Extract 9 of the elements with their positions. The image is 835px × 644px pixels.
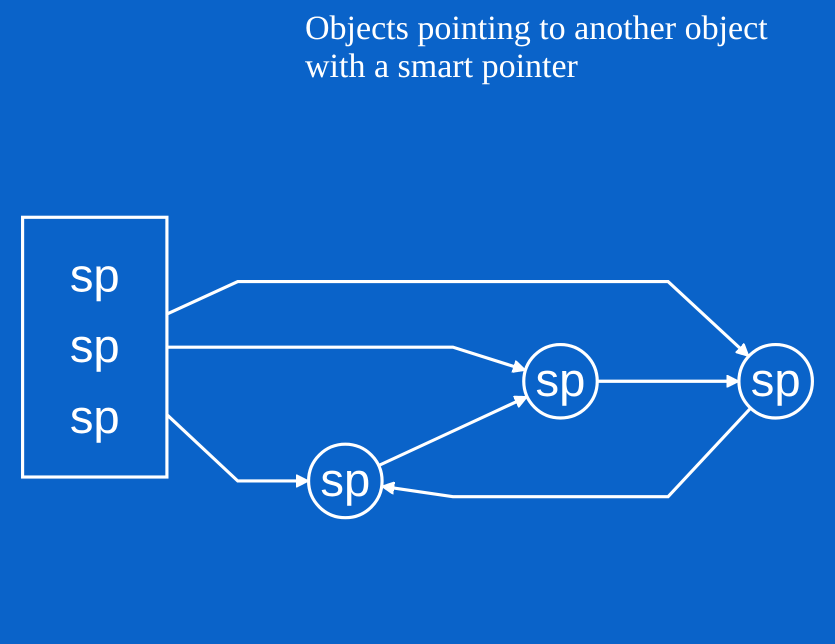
node-circle: sp bbox=[307, 442, 384, 520]
arrow bbox=[381, 407, 752, 498]
node-circle: sp bbox=[522, 342, 599, 420]
arrow bbox=[378, 396, 528, 467]
arrow bbox=[166, 280, 750, 357]
arrow bbox=[166, 346, 526, 373]
note-text: Objects pointing to another object with a smart pointer bbox=[305, 10, 769, 86]
node-circle: sp bbox=[737, 342, 814, 420]
node-box: sp sp sp bbox=[21, 216, 168, 479]
